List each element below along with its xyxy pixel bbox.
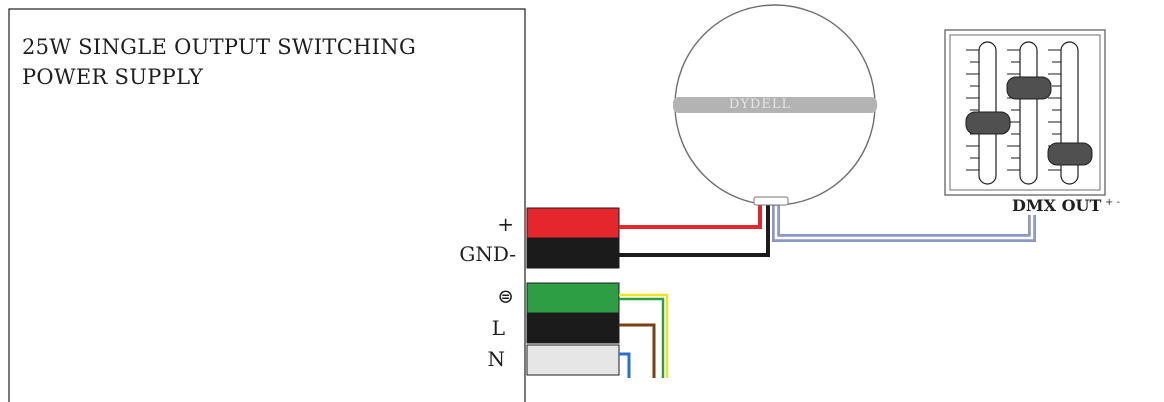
terminal-positive: [526, 207, 620, 239]
terminal-neutral: [526, 344, 620, 376]
terminal-label-positive: +: [497, 212, 514, 236]
dmx-polarity-label: + -: [1105, 197, 1121, 208]
terminal-negative: [526, 237, 620, 269]
positive-wire: [619, 203, 762, 229]
dmx-cable-core: [774, 203, 1034, 240]
fader-knob-3: [1047, 142, 1093, 166]
power-supply-title-line1: 25W SINGLE OUTPUT SWITCHING: [22, 35, 417, 59]
dmx-out-label: DMX OUT: [1012, 196, 1102, 215]
terminal-label-line: L: [491, 316, 505, 340]
light-fixture: [673, 4, 877, 206]
terminal-label-neutral: N: [487, 347, 506, 371]
fixture-brand-label: DYDELL: [728, 97, 792, 112]
fader-knob-1: [965, 111, 1011, 135]
fader-knob-2: [1006, 76, 1052, 100]
terminal-ground: [526, 282, 620, 314]
earth-wire-green: [619, 297, 665, 378]
terminal-line: [526, 312, 620, 344]
power-supply-title: 25W SINGLE OUTPUT SWITCHING POWER SUPPLY: [22, 32, 416, 92]
power-supply-title-line2: POWER SUPPLY: [22, 65, 204, 89]
dmx-controller: [944, 29, 1106, 196]
neutral-wire: [619, 352, 631, 378]
dmx-cable: [772, 203, 1036, 242]
power-supply-box: [8, 8, 526, 402]
line-wire: [619, 323, 656, 378]
earth-wire-yellow: [619, 293, 669, 378]
earth-ground-icon: ⊜: [497, 284, 514, 308]
negative-wire: [619, 203, 770, 257]
terminal-label-negative: GND-: [459, 242, 516, 266]
